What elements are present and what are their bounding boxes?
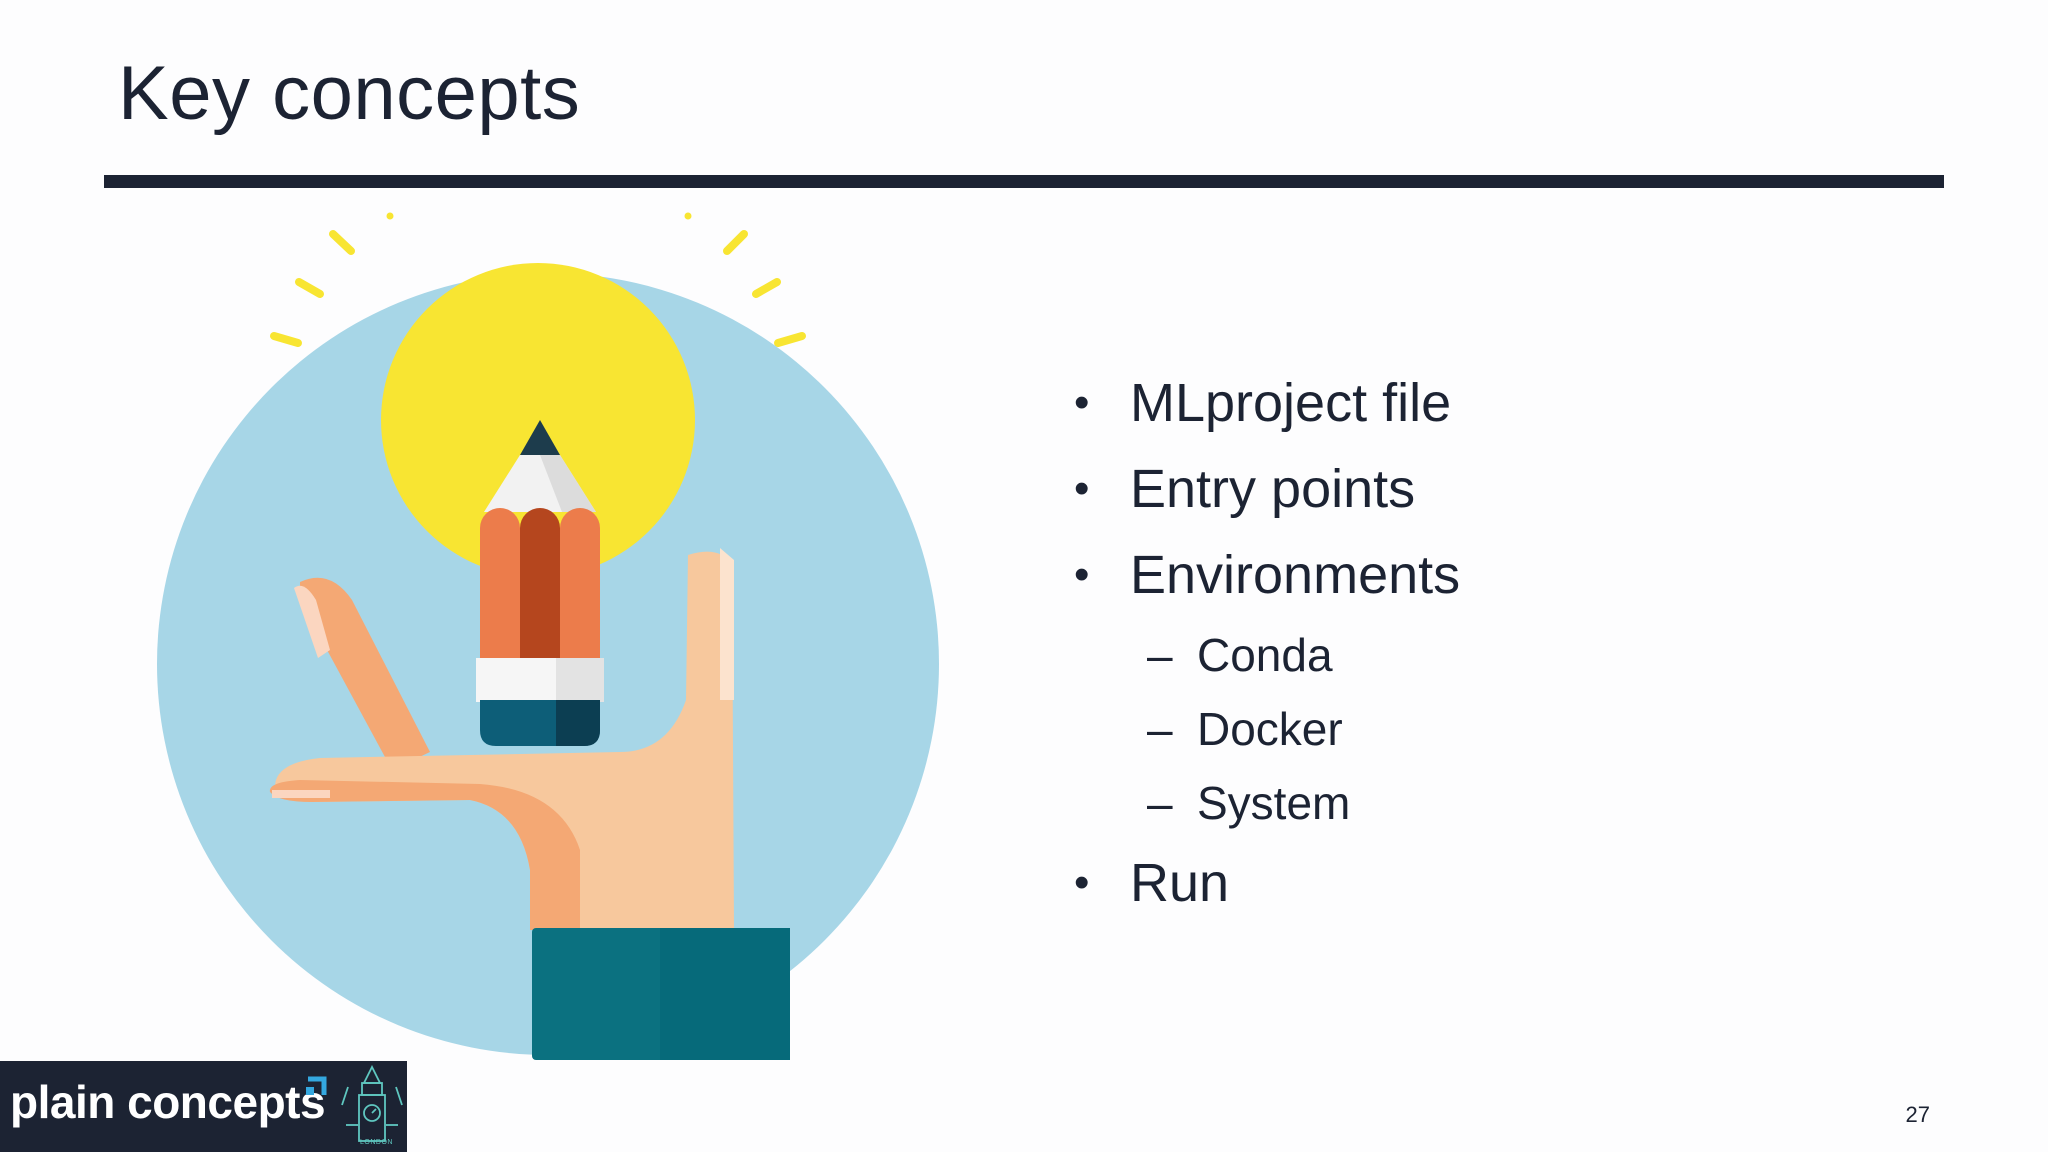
bullet-item: • Environments xyxy=(1064,532,1460,618)
bullet-list: • MLproject file • Entry points • Enviro… xyxy=(1064,360,1460,926)
sub-bullet-item: – System xyxy=(1064,766,1460,840)
sub-bullet-text: Conda xyxy=(1197,629,1333,681)
logo-text: plain concepts xyxy=(10,1076,326,1128)
logo-bracket-icon xyxy=(306,1076,327,1095)
bullet-marker: • xyxy=(1074,550,1090,599)
bullet-item: • Entry points xyxy=(1064,446,1460,532)
bullet-marker: • xyxy=(1074,858,1090,907)
sub-bullet-marker: – xyxy=(1147,703,1173,755)
company-logo: plain concepts LONDON xyxy=(0,1061,407,1152)
page-number: 27 xyxy=(1905,1102,1930,1127)
bullet-text: Entry points xyxy=(1130,459,1416,519)
hand-holding-pencil-with-lightbulb-icon xyxy=(157,212,939,1060)
bullet-text: Environments xyxy=(1130,545,1461,605)
bullet-item: • MLproject file xyxy=(1064,360,1460,446)
big-ben-tower-icon xyxy=(341,1065,403,1142)
sub-bullet-item: – Conda xyxy=(1064,618,1460,692)
title-divider xyxy=(104,175,1944,188)
logo-caption: LONDON xyxy=(360,1139,393,1146)
bullet-text: MLproject file xyxy=(1130,373,1452,433)
sub-bullet-text: System xyxy=(1197,777,1351,829)
bullet-marker: • xyxy=(1074,378,1090,427)
sub-bullet-marker: – xyxy=(1147,629,1173,681)
sub-bullet-text: Docker xyxy=(1197,703,1343,755)
sub-bullet-marker: – xyxy=(1147,777,1173,829)
bullet-item: • Run xyxy=(1064,840,1460,926)
sub-bullet-item: – Docker xyxy=(1064,692,1460,766)
slide-title: Key concepts xyxy=(118,51,581,136)
bullet-marker: • xyxy=(1074,464,1090,513)
bullet-text: Run xyxy=(1130,853,1230,913)
